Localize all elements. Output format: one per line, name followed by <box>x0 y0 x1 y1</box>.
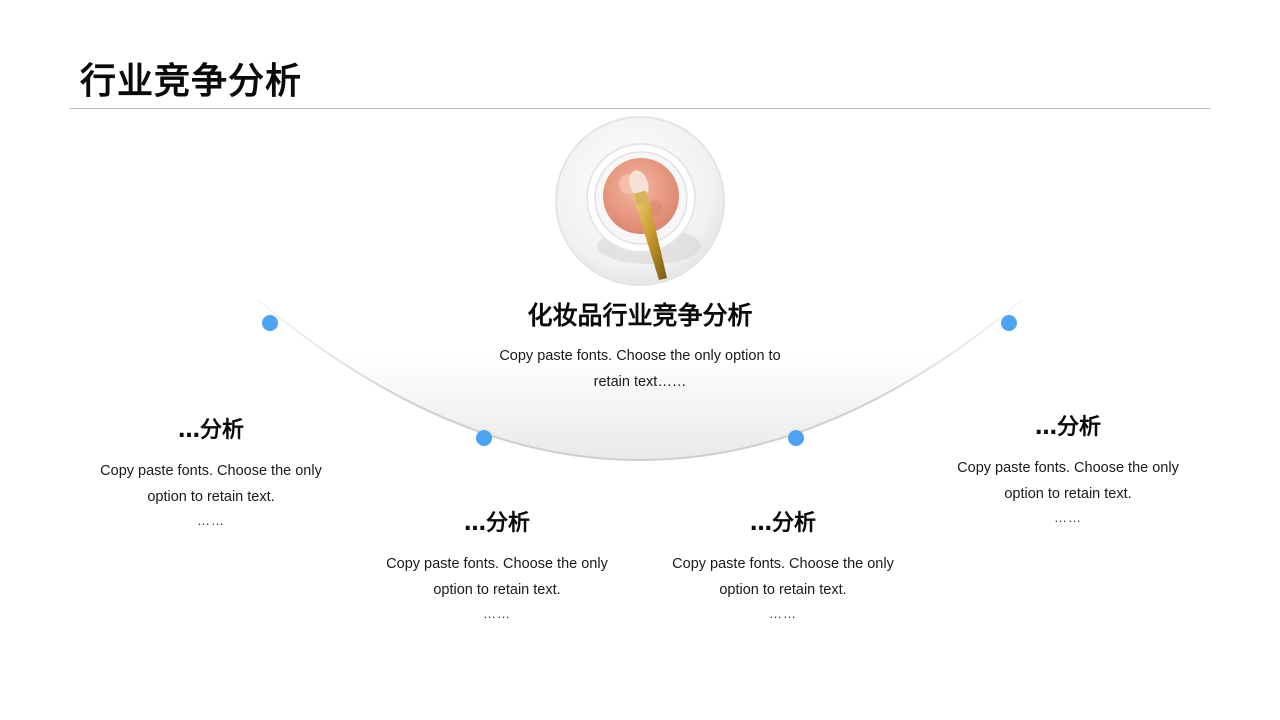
analysis-item: …分析 Copy paste fonts. Choose the only op… <box>653 507 913 625</box>
item-heading: …分析 <box>749 511 816 536</box>
analysis-item: …分析 Copy paste fonts. Choose the only op… <box>367 507 627 625</box>
connector-dot-1 <box>262 315 278 331</box>
item-ellipsis: …… <box>483 606 511 621</box>
analysis-item: …分析 Copy paste fonts. Choose the only op… <box>938 411 1198 529</box>
center-body: Copy paste fonts. Choose the only option… <box>499 348 781 390</box>
analysis-item: …分析 Copy paste fonts. Choose the only op… <box>81 414 341 532</box>
page-title: 行业竞争分析 <box>80 61 303 102</box>
item-body: Copy paste fonts. Choose the only option… <box>672 556 894 598</box>
makeup-photo <box>557 118 723 284</box>
arc-line <box>257 299 1023 461</box>
item-heading: …分析 <box>463 511 530 536</box>
connector-dot-2 <box>476 430 492 446</box>
connector-dot-4 <box>1001 315 1017 331</box>
item-heading: …分析 <box>1034 415 1101 440</box>
item-body: Copy paste fonts. Choose the only option… <box>100 463 322 505</box>
item-ellipsis: …… <box>1054 510 1082 525</box>
center-heading: 化妆品行业竞争分析 <box>527 301 753 330</box>
makeup-powder-brush-icon <box>557 118 723 284</box>
item-body: Copy paste fonts. Choose the only option… <box>957 460 1179 502</box>
item-ellipsis: …… <box>197 513 225 528</box>
item-heading: …分析 <box>177 418 244 443</box>
title-divider <box>70 108 1210 109</box>
connector-dot-3 <box>788 430 804 446</box>
item-ellipsis: …… <box>769 606 797 621</box>
item-body: Copy paste fonts. Choose the only option… <box>386 556 608 598</box>
